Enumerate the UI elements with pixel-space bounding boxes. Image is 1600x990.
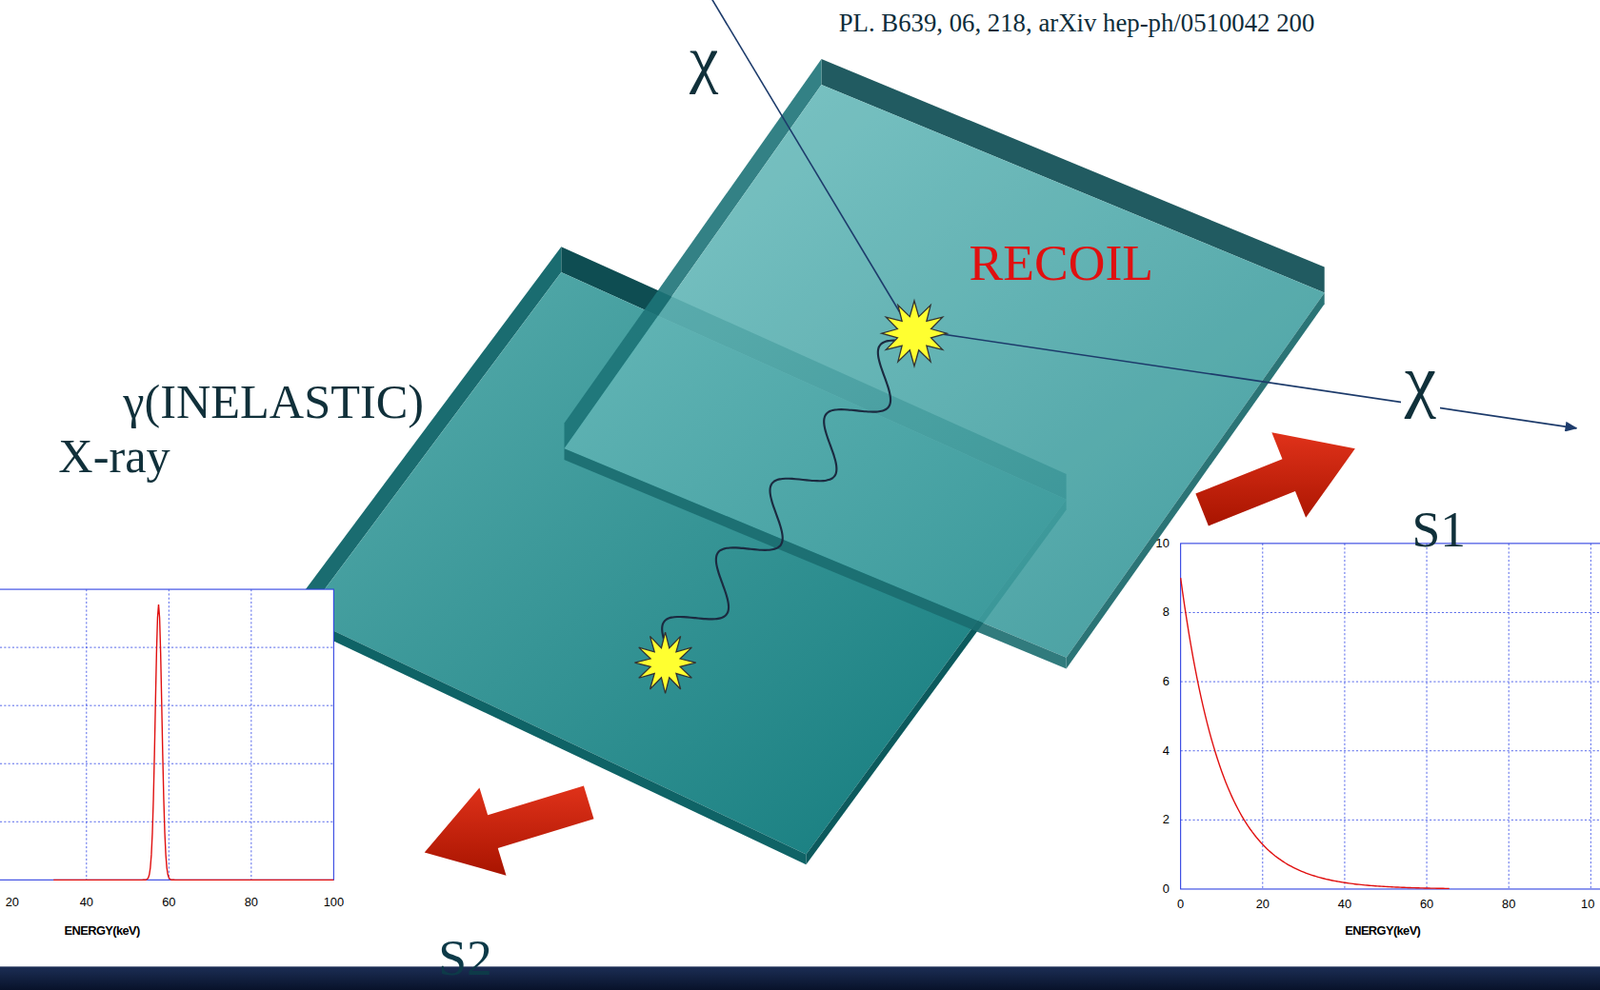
tick-label: 40: [80, 897, 94, 910]
s1-label: S1: [1411, 504, 1466, 557]
particle-symbol: χ: [689, 26, 719, 93]
grid-line: [1426, 543, 1428, 890]
tick-label: 10: [1580, 899, 1595, 912]
grid-line: [1180, 681, 1600, 683]
tick-label: 40: [1338, 899, 1352, 912]
tick-label: 20: [5, 897, 20, 910]
s1-chart: [1180, 543, 1600, 890]
gamma-label: γ(INELASTIC): [122, 378, 424, 426]
axis-title: ENERGY(keV): [1344, 925, 1420, 939]
grid-line: [168, 589, 170, 880]
tick-label: 0: [1162, 883, 1170, 897]
grid-line: [250, 589, 252, 880]
grid-line: [0, 647, 334, 649]
grid-line: [0, 763, 334, 765]
s2-label: S2: [438, 933, 493, 985]
grid-line: [85, 589, 87, 880]
grid-line: [0, 705, 334, 707]
bottom-band: [0, 966, 1600, 990]
recoil-label: RECOIL: [969, 238, 1154, 290]
particle-symbol: χ: [1400, 343, 1440, 416]
chart-frame: [0, 589, 334, 880]
incoming-track: [711, 0, 909, 327]
tick-label: 2: [1162, 814, 1170, 827]
grid-line: [1180, 750, 1600, 752]
axis-title: ENERGY(keV): [64, 925, 140, 939]
grid-line: [1180, 612, 1600, 614]
absorption-flash: [634, 632, 696, 694]
grid-line: [0, 821, 334, 823]
recoil-flash: [881, 300, 948, 367]
grid-line: [1508, 543, 1510, 890]
tick-label: 20: [1256, 899, 1270, 912]
tick-label: 100: [323, 897, 344, 910]
signal-arrow: [424, 786, 595, 877]
tick-label: 10: [1156, 538, 1170, 551]
tick-label: 0: [1177, 899, 1184, 912]
tick-label: 8: [1162, 606, 1170, 620]
tick-label: 80: [244, 897, 259, 910]
chart-frame: [1180, 543, 1600, 890]
tick-label: 60: [1420, 899, 1434, 912]
signal-arrow: [1195, 432, 1355, 526]
citation: PL. B639, 06, 218, arXiv hep-ph/0510042 …: [839, 10, 1316, 37]
grid-line: [1343, 543, 1345, 890]
tick-label: 80: [1501, 899, 1516, 912]
tick-label: 4: [1162, 745, 1170, 759]
grid-line: [1590, 543, 1592, 890]
peak-curve: [53, 604, 334, 880]
xray-label: X-ray: [58, 432, 170, 480]
gamma-wave: [661, 340, 912, 654]
grid-line: [1261, 543, 1263, 890]
tick-label: 60: [161, 897, 176, 910]
tick-label: 6: [1162, 676, 1170, 689]
outgoing-track: [923, 331, 1578, 429]
spectrum-curve: [1180, 578, 1450, 889]
s2-chart: [0, 589, 334, 880]
